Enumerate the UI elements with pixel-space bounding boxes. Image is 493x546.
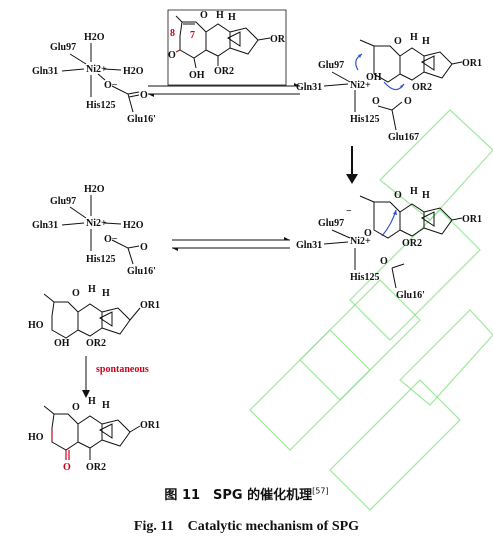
svg-text:HO: HO: [28, 432, 44, 443]
svg-text:H: H: [228, 12, 236, 23]
svg-text:O: O: [140, 242, 148, 253]
svg-text:O: O: [168, 50, 176, 61]
svg-text:H2O: H2O: [84, 32, 105, 43]
svg-text:H2O: H2O: [123, 66, 144, 77]
svg-text:H: H: [422, 190, 430, 201]
svg-text:O: O: [140, 90, 148, 101]
svg-text:Glu16': Glu16': [127, 114, 156, 125]
arrow-down-right: [346, 146, 358, 184]
svg-text:O: O: [372, 96, 380, 107]
svg-text:Gln31: Gln31: [296, 240, 322, 251]
svg-text:H: H: [102, 288, 110, 299]
svg-text:OR2: OR2: [86, 338, 106, 349]
svg-text:O: O: [63, 462, 71, 473]
svg-text:Glu97: Glu97: [50, 196, 76, 207]
svg-text:H2O: H2O: [123, 220, 144, 231]
svg-text:Gln31: Gln31: [296, 82, 322, 93]
equilibrium-arrows-middle: [172, 237, 290, 251]
svg-text:Ni2+: Ni2+: [350, 80, 371, 91]
svg-text:OH: OH: [189, 70, 205, 81]
svg-text:HO: HO: [28, 320, 44, 331]
svg-text:7: 7: [190, 30, 195, 41]
svg-text:Glu16': Glu16': [396, 290, 425, 301]
enol-intermediate: O H H OR1 HO OH OR2: [28, 284, 160, 349]
figure-caption-english: Fig. 11 Catalytic mechanism of SPG: [133, 519, 360, 534]
svg-text:−: −: [346, 206, 352, 217]
svg-text:O−: O−: [104, 80, 118, 91]
spontaneous-arrow: spontaneous: [82, 356, 149, 398]
svg-text:O: O: [72, 288, 80, 299]
svg-text:OR1: OR1: [140, 300, 160, 311]
svg-text:8: 8: [170, 28, 175, 39]
svg-text:OR2: OR2: [214, 66, 234, 77]
svg-text:H: H: [102, 400, 110, 411]
svg-text:O: O: [364, 228, 372, 239]
svg-text:H2O: H2O: [84, 184, 105, 195]
svg-text:His125: His125: [350, 272, 379, 283]
svg-text:H: H: [88, 284, 96, 295]
svg-text:OH: OH: [54, 338, 70, 349]
ni-complex-top-left: H2O Glu97 Gln31 Ni2+ H2O O− His125 O Glu…: [32, 32, 156, 125]
svg-text:O: O: [394, 190, 402, 201]
svg-text:Glu16': Glu16': [127, 266, 156, 277]
svg-text:Glu97: Glu97: [318, 218, 344, 229]
svg-text:O: O: [404, 96, 412, 107]
svg-text:OR2: OR2: [402, 238, 422, 249]
watermark-logo: [249, 109, 493, 511]
svg-text:H: H: [88, 396, 96, 407]
svg-text:OH: OH: [366, 72, 382, 83]
svg-text:O: O: [200, 10, 208, 21]
svg-text:His125: His125: [350, 114, 379, 125]
ni-complex-middle-left: H2O Glu97 Gln31 Ni2+ H2O O− His125 O Glu…: [32, 184, 156, 277]
ni-substrate-complex-top-right: O H H OR1 OR2 Glu97 Gln31 Ni2+ His125 OH…: [296, 32, 482, 143]
svg-text:H: H: [422, 36, 430, 47]
citation-ref: [57]: [312, 486, 329, 496]
svg-text:Ni2+: Ni2+: [86, 218, 107, 229]
substrate-top-center: O H H 8 7 O OH OR2 OR: [167, 9, 287, 86]
svg-text:OR2: OR2: [86, 462, 106, 473]
svg-text:H: H: [410, 32, 418, 43]
svg-text:O: O: [380, 256, 388, 267]
svg-text:OR1: OR1: [462, 214, 482, 225]
svg-text:Glu97: Glu97: [318, 60, 344, 71]
svg-text:H: H: [216, 10, 224, 21]
svg-text:Ni2+: Ni2+: [86, 64, 107, 75]
svg-text:His125: His125: [86, 254, 115, 265]
svg-text:Glu167: Glu167: [388, 132, 419, 143]
svg-text:OR1: OR1: [140, 420, 160, 431]
svg-text:O: O: [394, 36, 402, 47]
equilibrium-arrows-top: [148, 83, 300, 97]
svg-text:H: H: [410, 186, 418, 197]
figure-caption-chinese: 图 11 SPG 的催化机理[57]: [0, 484, 493, 503]
svg-text:O: O: [72, 402, 80, 413]
caption-cn-text: 图 11 SPG 的催化机理: [164, 488, 313, 503]
svg-text:OR1: OR1: [462, 58, 482, 69]
svg-text:Ni2+: Ni2+: [350, 236, 371, 247]
svg-text:OR2: OR2: [412, 82, 432, 93]
svg-text:His125: His125: [86, 100, 115, 111]
svg-text:OR: OR: [270, 34, 286, 45]
spontaneous-label: spontaneous: [96, 364, 149, 375]
svg-text:Gln31: Gln31: [32, 220, 58, 231]
svg-text:O−: O−: [104, 234, 118, 245]
svg-text:Glu97: Glu97: [50, 42, 76, 53]
svg-text:Gln31: Gln31: [32, 66, 58, 77]
ni-substrate-complex-middle-right: O H H OR1 OR2 Glu97 Gln31 Ni2+ − O His12…: [296, 186, 482, 301]
product-molecule: O H H OR1 HO O OR2: [28, 396, 160, 473]
